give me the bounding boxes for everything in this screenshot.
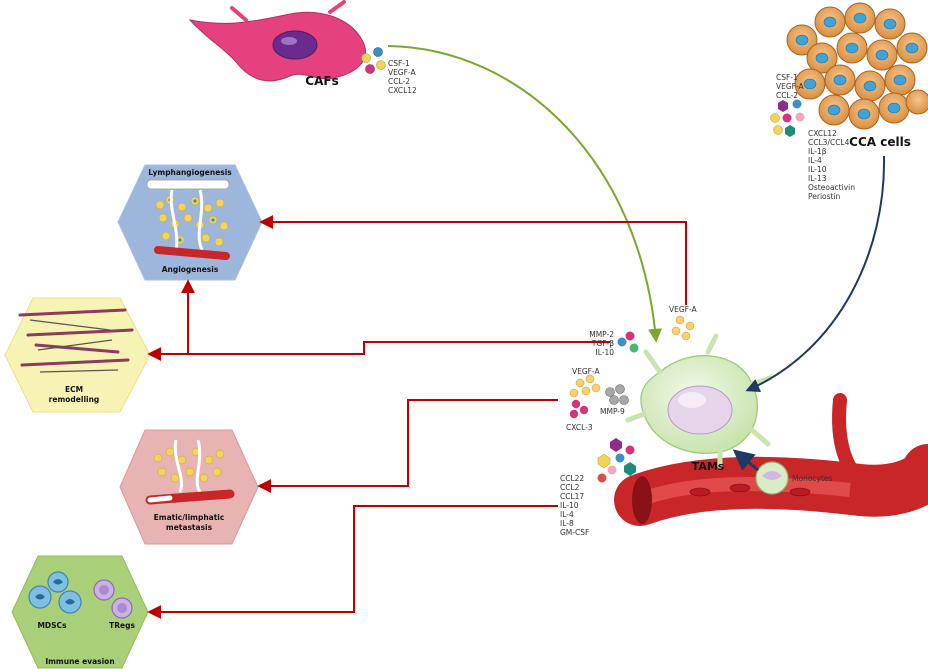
vegf-top-label: VEGF-A — [669, 305, 698, 314]
tams-label: TAMs — [692, 460, 725, 473]
arrow-to-ecm — [147, 341, 610, 361]
immune-factor: GM-CSF — [560, 528, 589, 537]
mdsc-cells — [28, 571, 82, 614]
monocyte-cell — [755, 461, 789, 495]
immune-factor: CCL22 — [560, 474, 584, 483]
remodel-factor-list: MMP-2 TGF-β IL-10 — [589, 330, 614, 357]
cca-factor-dots — [770, 99, 805, 137]
arrow-to-immune-evasion — [147, 505, 558, 619]
cca-factor-list-top: CSF-1 VEGF-A CCL-2 — [776, 73, 805, 100]
cca-factor: CCL-2 — [776, 91, 798, 100]
immune-factor: IL-8 — [560, 519, 574, 528]
arrow-to-metastasis — [257, 399, 558, 493]
caf-cell: CAFs — [188, 0, 366, 88]
cafs-label: CAFs — [305, 74, 338, 88]
caf-factor: CSF-1 — [388, 59, 410, 68]
vegf-mid-dots — [569, 374, 601, 398]
metastasis-line1: Ematic/limphatic — [154, 513, 225, 522]
immune-evasion-title: Immune evasion — [45, 657, 114, 666]
immune-evasion-hexagon: MDSCs TRegs Immune evasion — [11, 555, 149, 669]
immune-factor: IL-10 — [560, 501, 579, 510]
mmp9-label: MMP-9 — [600, 407, 625, 416]
caf-factor: CXCL12 — [388, 86, 417, 95]
ecm-line1: ECM — [65, 385, 83, 394]
cca-factor: Osteoactivin — [808, 183, 855, 192]
caf-factor: VEGF-A — [388, 68, 417, 77]
blood-vessel — [614, 393, 928, 526]
cca-factor: Periostin — [808, 192, 841, 201]
tam-cell — [625, 333, 773, 469]
cca-factor: IL-1β — [808, 147, 827, 156]
immune-factor: CCL2 — [560, 483, 580, 492]
monocytes-label: Monocytes — [792, 474, 833, 483]
arrow-cca-to-tam — [745, 155, 886, 392]
cca-factor: CCL3/CCL4 — [808, 138, 850, 147]
arrow-caf-to-tam — [387, 45, 662, 343]
cca-factor: CXCL12 — [808, 129, 837, 138]
cca-factor: VEGF-A — [776, 82, 805, 91]
cxcl3-dots — [569, 399, 589, 419]
metastasis-hexagon: Ematic/limphatic metastasis — [119, 429, 259, 545]
remodel-dots — [617, 331, 639, 353]
immune-factor-list: CCL22 CCL2 CCL17 IL-10 IL-4 IL-8 GM-CSF — [560, 474, 589, 537]
vegf-top-dots — [671, 315, 695, 341]
immune-factor: CCL17 — [560, 492, 584, 501]
caf-factor-list: CSF-1 VEGF-A CCL-2 CXCL12 — [388, 59, 417, 95]
remodel-factor: IL-10 — [595, 348, 614, 357]
remodel-factor: TGF-β — [591, 339, 614, 348]
immune-factor: IL-4 — [560, 510, 574, 519]
cca-factor: IL-4 — [808, 156, 822, 165]
angio-title-bottom: Angiogenesis — [162, 265, 219, 274]
tregs-label: TRegs — [109, 621, 135, 630]
cca-cells-label: CCA cells — [849, 135, 911, 149]
ecm-line2: remodelling — [49, 395, 100, 404]
cca-factor: IL-13 — [808, 174, 827, 183]
ecm-hexagon: ECM remodelling — [4, 297, 151, 413]
caf-factor: CCL-2 — [388, 77, 410, 86]
treg-cells — [93, 579, 133, 619]
cca-factor: IL-10 — [808, 165, 827, 174]
cca-cell-cluster — [786, 2, 928, 130]
remodel-factor: MMP-2 — [589, 330, 614, 339]
caf-factor-dots — [361, 47, 386, 74]
metastasis-line2: metastasis — [166, 523, 213, 532]
cca-factor: CSF-1 — [776, 73, 798, 82]
angiogenesis-hexagon: Lymphangiogenesis Angiogenesis — [117, 164, 263, 281]
mdscs-label: MDSCs — [37, 621, 67, 630]
mmp9-dots — [605, 384, 629, 405]
angio-title-top: Lymphangiogenesis — [148, 168, 232, 177]
arrow-to-angiogenesis — [259, 215, 687, 305]
cxcl3-label: CXCL-3 — [566, 423, 593, 432]
vegf-mid-label: VEGF-A — [572, 367, 601, 376]
immune-factor-dots — [597, 438, 636, 483]
arrow-monocyte-to-tam — [732, 449, 759, 472]
cca-factor-list-bottom: CXCL12 CCL3/CCL4 IL-1β IL-4 IL-10 IL-13 … — [808, 129, 855, 201]
